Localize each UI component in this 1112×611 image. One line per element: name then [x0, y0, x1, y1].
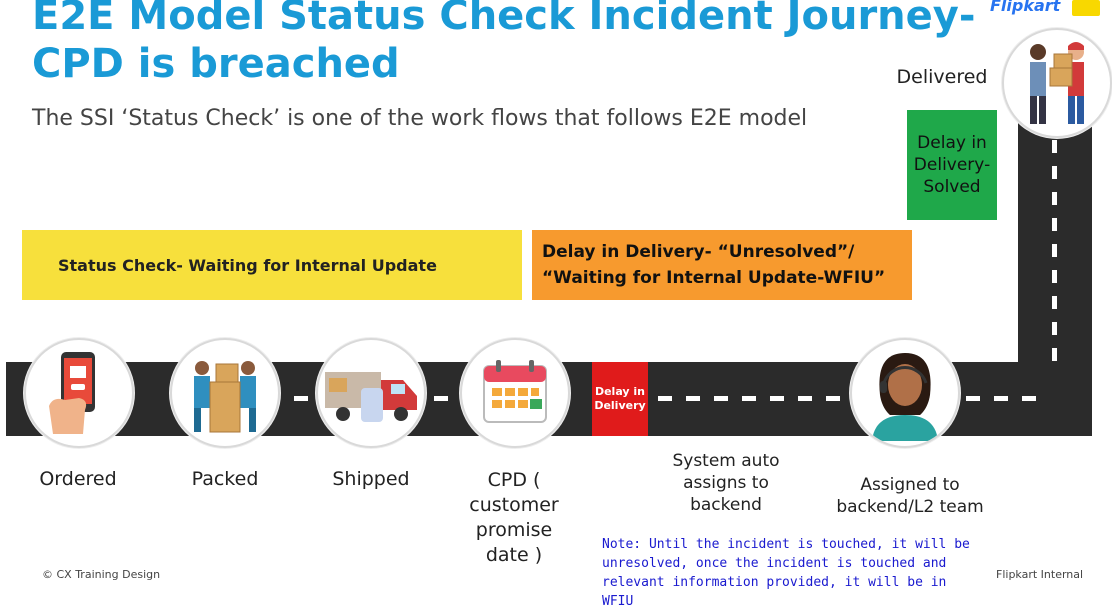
stage-label-packed: Packed — [191, 468, 259, 490]
road-dash — [1052, 322, 1057, 335]
road-dash — [714, 396, 728, 401]
ordered-circle — [24, 338, 134, 448]
road-dash — [742, 396, 756, 401]
road-dash — [658, 396, 672, 401]
road-dash — [994, 396, 1008, 401]
road-dash — [1052, 348, 1057, 361]
packing-boxes-icon — [194, 361, 256, 433]
brand-logo: Flipkart — [990, 0, 1061, 15]
page-title: E2E Model Status Check Incident Journey-… — [32, 0, 976, 87]
road-dash — [434, 396, 448, 401]
road-dash — [966, 396, 980, 401]
stage-label-shipped: Shipped — [332, 468, 410, 490]
road-dash — [1052, 218, 1057, 231]
delivery-truck-icon — [325, 372, 417, 422]
road-dash — [826, 396, 840, 401]
page-subtitle: The SSI ‘Status Check’ is one of the wor… — [32, 106, 808, 131]
road-dash — [1022, 396, 1036, 401]
stage-label-ordered: Ordered — [39, 468, 117, 490]
support-agent-icon — [872, 353, 938, 441]
road-dash — [770, 396, 784, 401]
footer-copyright: © CX Training Design — [42, 568, 161, 581]
status-delay-unresolved-box: Delay in Delivery- “Unresolved”/ “Waitin… — [532, 230, 912, 300]
delay-marker: Delay in Delivery — [592, 362, 648, 436]
stage-label-assigned: Assigned to backend/L2 team — [836, 475, 984, 517]
flipkart-bag-icon — [1072, 0, 1100, 16]
package-handover-icon — [1030, 42, 1084, 124]
assigned-circle — [850, 338, 960, 448]
footer-internal: Flipkart Internal — [996, 568, 1084, 581]
status-waiting-box: Status Check- Waiting for Internal Updat… — [22, 230, 522, 300]
shipped-circle — [316, 338, 426, 448]
calendar-icon — [483, 360, 547, 423]
road-dash — [1052, 140, 1057, 153]
cpd-circle — [460, 338, 570, 448]
road-vertical — [1018, 100, 1092, 436]
packed-circle — [170, 338, 280, 448]
phone-shopping-icon — [49, 352, 95, 434]
stage-label-cpd: CPD ( customer promise date ) — [469, 469, 559, 566]
incident-note: Note: Until the incident is touched, it … — [602, 537, 970, 609]
stage-label-system: System auto assigns to backend — [672, 451, 780, 515]
road-dash — [1052, 166, 1057, 179]
road-dash — [1052, 270, 1057, 283]
stage-label-delivered: Delivered — [896, 66, 988, 88]
delivered-circle — [1002, 28, 1112, 138]
road-dash — [1052, 296, 1057, 309]
road-dash — [1052, 244, 1057, 257]
road-dash — [686, 396, 700, 401]
road-dash — [798, 396, 812, 401]
status-delay-solved-box: Delay in Delivery- Solved — [907, 110, 997, 220]
road-dash — [1052, 192, 1057, 205]
road-dash — [294, 396, 308, 401]
